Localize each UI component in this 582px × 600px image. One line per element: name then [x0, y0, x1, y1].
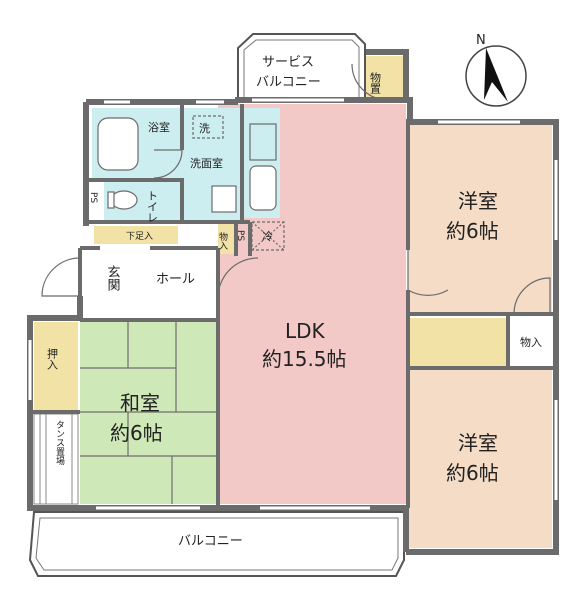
hall-closet-label: 物入	[217, 231, 228, 250]
oshiire-label: 押入	[46, 347, 59, 370]
fridge-label: 冷	[262, 230, 273, 243]
western-room-lower-floor	[408, 370, 552, 548]
japanese-room-size: 約6帖	[110, 421, 163, 445]
storage-top-label: 物置	[369, 71, 382, 94]
compass: N	[465, 33, 527, 107]
west-closet-floor	[410, 318, 506, 366]
western-upper-size: 約6帖	[446, 219, 499, 243]
service-balcony-outline	[237, 33, 366, 100]
entrance-label: 玄関	[105, 265, 121, 292]
bathroom-label: 浴室	[148, 120, 170, 134]
western-room-upper-floor	[408, 122, 552, 312]
fixtures	[97, 115, 285, 251]
toilet-label: トイレ	[146, 190, 159, 223]
ps-left-label: PS	[88, 192, 98, 203]
japanese-room-floor	[80, 322, 218, 504]
ldk-size: 約15.5帖	[262, 347, 347, 371]
windows	[28, 98, 558, 510]
western-upper-name: 洋室	[458, 189, 498, 213]
tansu-label: タンス置場	[54, 420, 65, 466]
hall-label: ホール	[156, 272, 195, 287]
service-balcony-label-2: バルコニー	[256, 75, 321, 90]
western-lower-size: 約6帖	[446, 461, 499, 485]
hall-closet-floor	[218, 222, 236, 254]
west-closet-label: 物入	[520, 335, 542, 349]
western-lower-name: 洋室	[458, 431, 498, 455]
compass-label: N	[476, 33, 486, 48]
tansu-area	[33, 413, 79, 505]
doors	[41, 63, 551, 369]
japanese-room-name: 和室	[120, 391, 160, 415]
tatami-lines	[80, 322, 218, 504]
washer-label: 洗	[199, 122, 210, 135]
ldk-name: LDK	[285, 319, 326, 343]
washroom-label: 洗面室	[190, 156, 223, 170]
shoe-storage-label: 下足入	[126, 231, 153, 242]
storage-top-floor	[366, 56, 404, 100]
service-balcony-label-1: サービス	[262, 55, 314, 70]
shoe-storage-floor	[94, 226, 178, 244]
oshiire-floor	[34, 322, 78, 412]
compass-needle-icon	[484, 48, 508, 102]
window-frames	[27, 97, 559, 511]
balcony-label: バルコニー	[178, 534, 243, 549]
ps-right-label: PS	[235, 230, 245, 241]
